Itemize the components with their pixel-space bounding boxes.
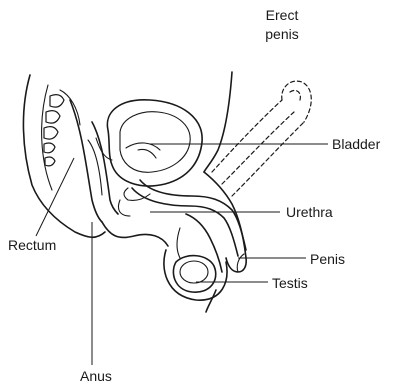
label-rectum: Rectum: [8, 237, 56, 253]
erect-penis-outline: [212, 81, 311, 196]
label-urethra: Urethra: [286, 204, 333, 220]
label-penis: Penis: [310, 251, 345, 267]
label-erect-penis-line2: penis: [265, 26, 298, 42]
spine: [23, 75, 105, 237]
abdominal-wall: [204, 72, 232, 172]
perineum: [102, 222, 216, 312]
bladder: [96, 100, 202, 186]
label-testis: Testis: [272, 275, 308, 291]
leader-rectum: [36, 158, 74, 236]
label-anus: Anus: [80, 368, 112, 384]
label-erect-penis-line1: Erect: [266, 7, 299, 23]
penis: [186, 172, 246, 272]
label-bladder: Bladder: [332, 136, 381, 152]
testis: [164, 228, 227, 300]
urethra: [118, 180, 246, 256]
